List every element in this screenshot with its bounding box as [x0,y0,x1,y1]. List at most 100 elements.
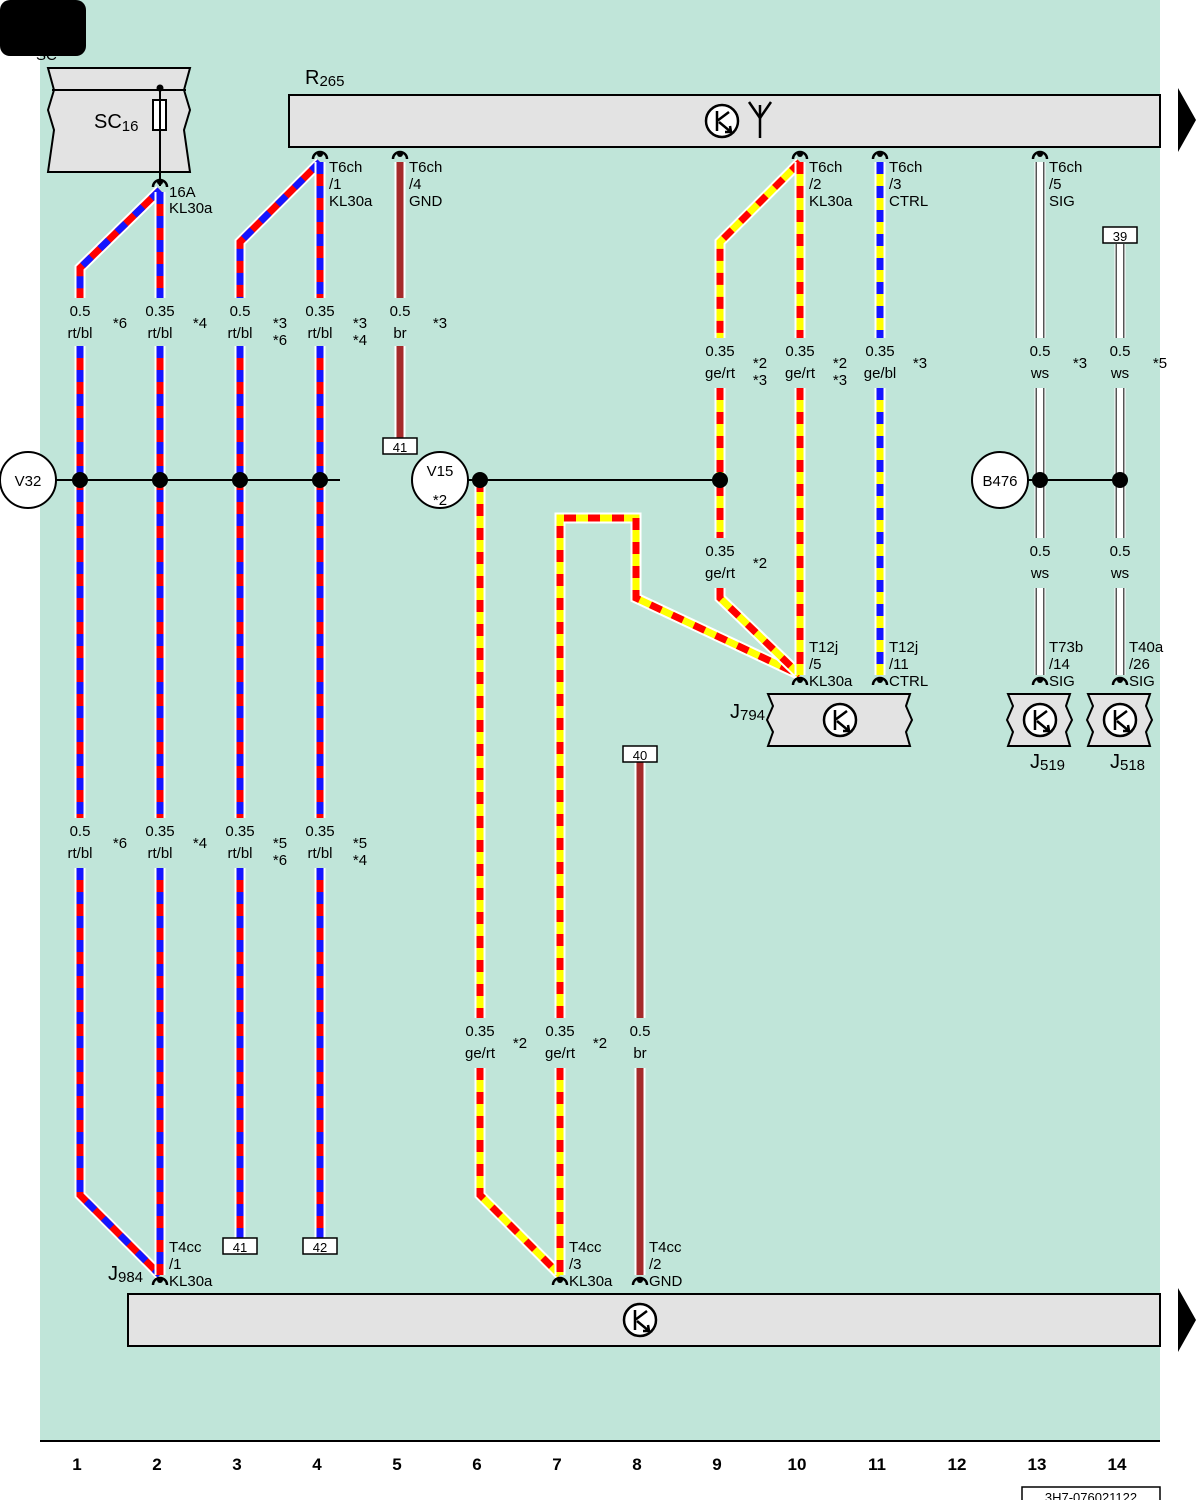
svg-text:*3: *3 [753,372,767,389]
svg-text:ge/bl: ge/bl [864,365,897,382]
column-number: 14 [1108,1455,1127,1474]
drawing-id: 3H7-076021122 [1045,1490,1137,1500]
svg-text:0.5: 0.5 [230,303,251,320]
svg-text:*4: *4 [193,835,207,852]
reference-box[interactable]: 42 [302,1237,338,1255]
wire-col1-c[interactable] [74,868,164,1279]
junction-dots [72,472,1128,488]
j984-label: J984 [108,1263,143,1286]
connector-pin[interactable] [791,150,809,160]
svg-text:*4: *4 [353,852,367,869]
connector-pin[interactable] [1031,150,1049,160]
svg-text:*3: *3 [353,315,367,332]
svg-text:*3: *3 [1073,355,1087,372]
connector-pin[interactable] [631,1276,649,1286]
wire-col9-a[interactable] [714,158,804,338]
svg-text:41: 41 [393,440,407,455]
column-number: 11 [868,1455,886,1474]
svg-text:ge/rt: ge/rt [785,365,816,382]
connector-pin[interactable] [1111,676,1129,686]
connectors [151,150,1129,1286]
connector-pin[interactable] [1031,676,1049,686]
svg-text:*2: *2 [753,555,767,572]
wire-col7-a[interactable] [554,512,803,1018]
component-j518[interactable]: J518 [1085,693,1154,774]
wire-col9-c[interactable] [714,588,804,679]
svg-text:*3: *3 [433,315,447,332]
component-j984[interactable]: J984 [108,1263,1161,1347]
component-r265[interactable]: R265 [288,67,1161,148]
svg-text:39: 39 [1113,229,1127,244]
splice-v32-label: V32 [15,473,42,490]
component-j519[interactable]: J519 [1005,693,1074,774]
column-number: 10 [788,1455,807,1474]
page-continue-arrow-top[interactable] [1178,88,1196,152]
reference-boxes: 41 39 40 41 42 [222,226,1138,1255]
splice-v15[interactable]: V15 *2 [411,451,469,509]
connector-pin[interactable] [791,676,809,686]
connector-pin[interactable] [151,1276,169,1286]
wire-label: 0.5 ws [1030,543,1051,582]
connector-pin[interactable] [551,1276,569,1286]
splice-v32[interactable]: V32 [0,451,57,509]
column-number: 6 [472,1455,481,1474]
connector-pin[interactable] [311,150,329,160]
page-continue-arrow-bottom[interactable] [1178,1288,1196,1352]
svg-text:*6: *6 [113,835,127,852]
reference-box[interactable]: 39 [1102,226,1138,244]
svg-text:0.35: 0.35 [145,823,174,840]
sc16-label: SC16 [94,111,138,135]
connector-pin[interactable] [871,676,889,686]
svg-text:*6: *6 [113,315,127,332]
splice-v15-note: *2 [433,492,447,509]
wire-label: 0.5br [630,1023,651,1062]
connector-pin[interactable] [391,150,409,160]
svg-text:*2: *2 [833,355,847,372]
svg-text:ws: ws [1110,565,1129,582]
reference-box[interactable]: 41 [222,1237,258,1255]
svg-text:0.35: 0.35 [705,343,734,360]
wire-label: 0.5rt/bl*6 [67,823,127,862]
svg-text:ws: ws [1030,565,1049,582]
sc16-pin-label: 16A KL30a [169,184,213,217]
svg-text:*6: *6 [273,852,287,869]
reference-box[interactable]: 40 [622,745,658,763]
svg-text:0.35: 0.35 [305,303,334,320]
svg-text:0.35: 0.35 [545,1023,574,1040]
svg-text:rt/bl: rt/bl [147,325,172,342]
ecu-icon [1102,702,1138,738]
connector-pin[interactable] [151,178,169,188]
splice-b476[interactable]: B476 [971,451,1029,509]
connector-pin[interactable] [871,150,889,160]
wire-label: 0.5ws [1110,543,1131,582]
page-tab [0,0,86,56]
svg-text:ge/rt: ge/rt [705,565,736,582]
svg-text:0.5: 0.5 [1110,343,1131,360]
splice-b476-label: B476 [982,473,1017,490]
svg-text:ge/rt: ge/rt [465,1045,496,1062]
svg-text:0.5: 0.5 [1030,543,1051,560]
fuse-box-sc16[interactable]: SC16 [46,67,192,186]
svg-text:40: 40 [633,748,647,763]
reference-box[interactable]: 41 [382,437,418,455]
svg-text:0.35: 0.35 [785,343,814,360]
svg-text:rt/bl: rt/bl [307,845,332,862]
column-number: 1 [72,1455,81,1474]
wire-col1-a[interactable] [74,186,164,298]
svg-text:*2: *2 [593,1035,607,1052]
svg-text:ge/rt: ge/rt [545,1045,576,1062]
svg-text:0.35: 0.35 [225,823,254,840]
wire-col6-b[interactable] [474,1068,564,1279]
wire-col3-a[interactable] [234,158,324,298]
svg-text:0.5: 0.5 [1030,343,1051,360]
svg-text:*2: *2 [513,1035,527,1052]
component-j794[interactable]: J794 [730,693,914,747]
